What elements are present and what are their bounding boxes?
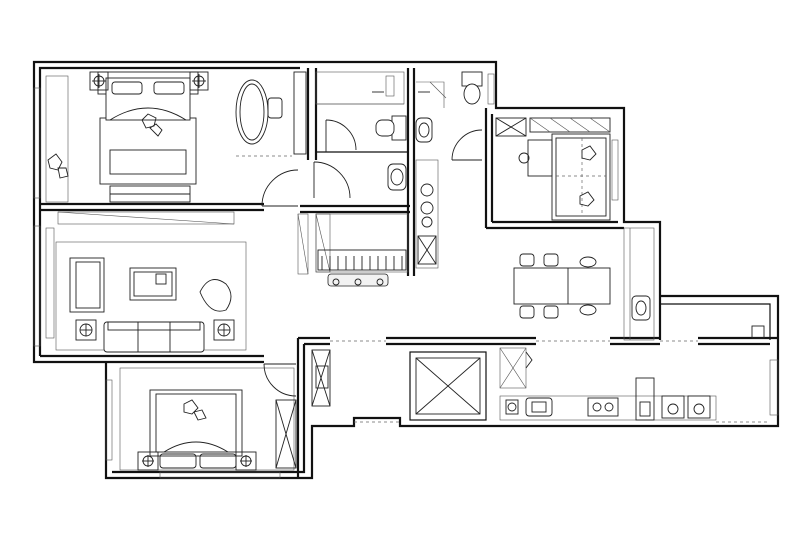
- sink-icon: [387, 117, 433, 191]
- small-bedroom: [495, 117, 611, 221]
- cabinet-x-icon: [275, 399, 297, 469]
- elevator-shaft-icon: [409, 351, 487, 421]
- stove-icon: [420, 183, 434, 228]
- door-swing-icon: [325, 119, 357, 151]
- windows: [33, 87, 779, 479]
- dining-area: [513, 253, 651, 321]
- door-swing-icon: [451, 129, 483, 161]
- door-swing-icon: [313, 161, 351, 199]
- bed-icon: [551, 133, 611, 221]
- second-bedroom: [119, 363, 297, 471]
- bed-icon: [149, 389, 243, 469]
- toilet-icon: [375, 71, 483, 141]
- stove-icon: [587, 397, 619, 417]
- wardrobe: [57, 211, 235, 225]
- plant-icon: [75, 279, 235, 341]
- bathroom: [313, 71, 495, 199]
- table-icon: [235, 79, 283, 145]
- lamp-icon: [89, 71, 209, 91]
- kitchen-upper: [415, 159, 439, 269]
- bed-icon: [99, 77, 197, 185]
- master-bedroom: [45, 71, 307, 207]
- lamp-icon: [137, 451, 257, 471]
- walk-in-closet: [297, 213, 409, 287]
- entry: [311, 349, 331, 407]
- sofa-icon: [69, 257, 205, 353]
- cabinet-x-icon: [495, 117, 527, 137]
- kitchen-lower: [499, 325, 765, 421]
- door-swing-icon: [263, 363, 297, 397]
- table-icon: [513, 267, 611, 305]
- living-room: [45, 227, 247, 353]
- cabinet-x-icon: [417, 235, 437, 265]
- table-icon: [129, 267, 177, 301]
- cabinet-x-icon: [311, 349, 331, 407]
- door-swing-icon: [261, 169, 299, 207]
